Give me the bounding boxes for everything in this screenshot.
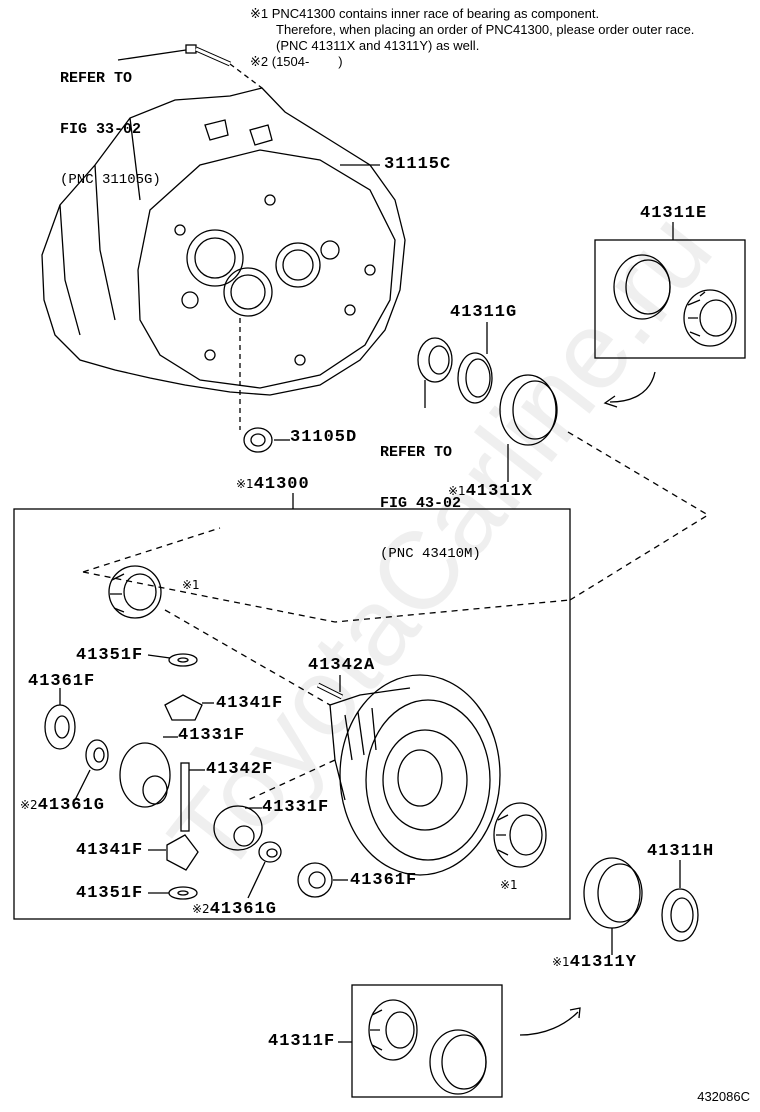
part-number: 41361G [209,900,277,919]
part-41341F[interactable]: 41341F [216,694,284,713]
part-number: 41311X [465,482,533,501]
part-number: 41300 [253,475,310,494]
dashed-link [247,759,336,801]
note-line: Therefore, when placing an order of PNC4… [276,22,695,37]
note-mark-bearing: ※1 [182,578,200,592]
side-gear-part [119,742,171,808]
part-41361F[interactable]: 41361F [28,672,96,691]
straight-pin-part [316,682,344,700]
bolt-part [185,44,263,89]
seal-41311G-part [417,337,453,383]
note-mark-bearing-right: ※1 [500,878,518,892]
differential-case-part [329,674,501,876]
part-number: 41311Y [569,953,637,972]
part-41341F-lower[interactable]: 41341F [76,841,144,860]
outer-race-part [613,254,671,320]
note-line: ※2 (1504- ) [250,54,343,69]
flow-arrow-head [603,395,618,408]
part-41300[interactable]: ※141300 [236,475,310,494]
refer-pnc: (PNC 31105G) [60,172,161,188]
note-line: ※1 PNC41300 contains inner race of beari… [250,6,600,21]
part-41311G[interactable]: 41311G [450,303,518,322]
side-gear-lower-part [213,805,263,851]
thrust-washer-part [168,653,198,667]
leader-line [247,861,266,899]
part-41342F[interactable]: 41342F [206,760,274,779]
flow-arrow [519,1011,579,1036]
tapered-bearing-part [683,289,737,347]
refer-fig43[interactable]: REFER TO FIG 43-02 (PNC 43410M) [380,410,481,597]
oil-seal-part [243,427,273,453]
part-41351F[interactable]: 41351F [76,646,144,665]
part-41311Y[interactable]: ※141311Y [552,953,637,972]
differential-assembly-box [13,508,571,920]
shim-41311G-part [457,352,493,404]
refer-label: REFER TO [380,444,453,461]
pinion-gear-lower-part [166,834,199,871]
side-washer-part [44,704,76,750]
bearing-set-lower-box [351,984,503,1098]
part-41311F[interactable]: 41311F [268,1032,336,1051]
refer-fig: FIG 33-02 [60,121,142,138]
note-mark: ※2 [20,798,38,812]
part-41331F-lower[interactable]: 41331F [262,798,330,817]
transaxle-housing-part [41,87,406,396]
dashed-link [82,431,710,623]
part-41311X[interactable]: ※141311X [448,482,533,501]
order-notes: ※1 PNC41300 contains inner race of beari… [250,6,694,70]
flow-arrow-head [569,1007,581,1019]
note-mark: ※1 [236,477,254,491]
part-41331F[interactable]: 41331F [178,726,246,745]
side-washer-lower-part [297,862,333,898]
pinion-shaft-part [180,762,190,832]
leader-line [74,769,91,801]
outer-race-41311X-part [499,374,558,446]
part-41361G-lower[interactable]: ※241361G [192,900,277,919]
pinion-washer-part [85,739,109,771]
note-mark: ※1 [552,955,570,969]
part-31105D[interactable]: 31105D [290,428,358,447]
note-mark: ※1 [448,484,466,498]
refer-fig33[interactable]: REFER TO FIG 33-02 (PNC 31105G) [60,36,161,223]
tapered-bearing-lower-part [368,999,418,1061]
part-41361F-lower[interactable]: 41361F [350,871,418,890]
note-mark: ※2 [192,902,210,916]
part-number: 41361G [37,796,105,815]
side-bearing-part [108,565,162,619]
part-41342A[interactable]: 41342A [308,656,376,675]
refer-pnc: (PNC 43410M) [380,546,481,562]
dashed-link [164,609,331,706]
refer-fig: FIG 43-02 [380,495,462,512]
side-bearing-right-part [493,802,547,868]
bearing-set-box [594,239,746,359]
leader-line [147,654,171,659]
flow-arrow [609,371,656,403]
diagram-id: 432086C [697,1089,750,1104]
part-41311E[interactable]: 41311E [640,204,708,223]
part-41361G[interactable]: ※241361G [20,796,105,815]
thrust-washer-lower-part [168,886,198,900]
refer-label: REFER TO [60,70,133,87]
pinion-washer-lower-part [258,841,282,863]
part-31115C[interactable]: 31115C [384,155,452,174]
shim-41311H-part [661,888,699,942]
outer-race-41311Y-part [583,857,643,929]
note-line: (PNC 41311X and 41311Y) as well. [276,38,480,53]
part-41311H[interactable]: 41311H [647,842,715,861]
pinion-gear-part [164,694,203,721]
part-41351F-lower[interactable]: 41351F [76,884,144,903]
outer-race-lower-part [429,1029,487,1095]
leader-line [117,49,187,61]
